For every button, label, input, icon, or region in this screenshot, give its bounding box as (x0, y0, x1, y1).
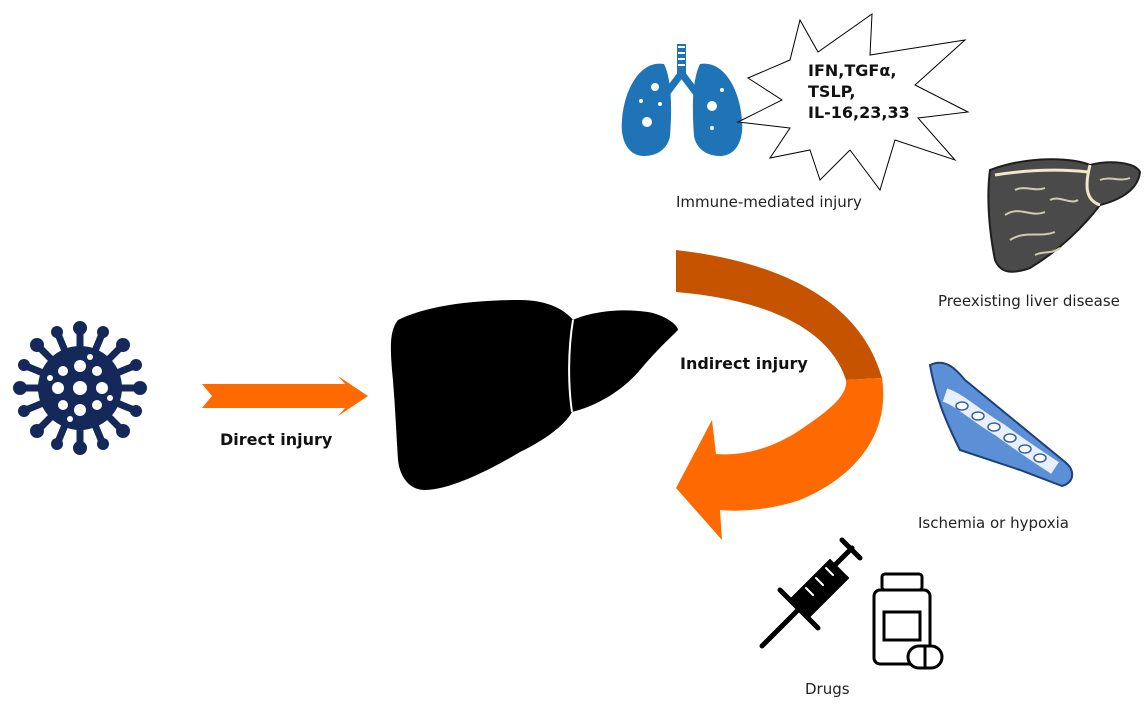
ischemia-label: Ischemia or hypoxia (918, 514, 1069, 532)
cytokine-list: IFN,TGFα, TSLP, IL-16,23,33 (808, 60, 910, 123)
virus-icon (13, 321, 147, 455)
lungs-icon (622, 44, 743, 156)
preexisting-label: Preexisting liver disease (938, 292, 1120, 310)
diseased-liver-icon (988, 159, 1140, 271)
blood-vessel-icon (930, 363, 1072, 486)
cytokine-line: IFN,TGFα, (808, 60, 910, 81)
cytokine-line: IL-16,23,33 (808, 102, 910, 123)
indirect-injury-label: Indirect injury (680, 354, 808, 373)
liver-silhouette (391, 300, 678, 490)
syringe-icon (762, 540, 860, 646)
indirect-arrow (676, 250, 883, 540)
cytokine-line: TSLP, (808, 81, 910, 102)
pill-bottle-icon (874, 574, 942, 668)
drugs-label: Drugs (805, 680, 850, 698)
immune-injury-label: Immune-mediated injury (676, 193, 862, 211)
direct-injury-label: Direct injury (220, 430, 332, 449)
direct-arrow (202, 376, 368, 416)
